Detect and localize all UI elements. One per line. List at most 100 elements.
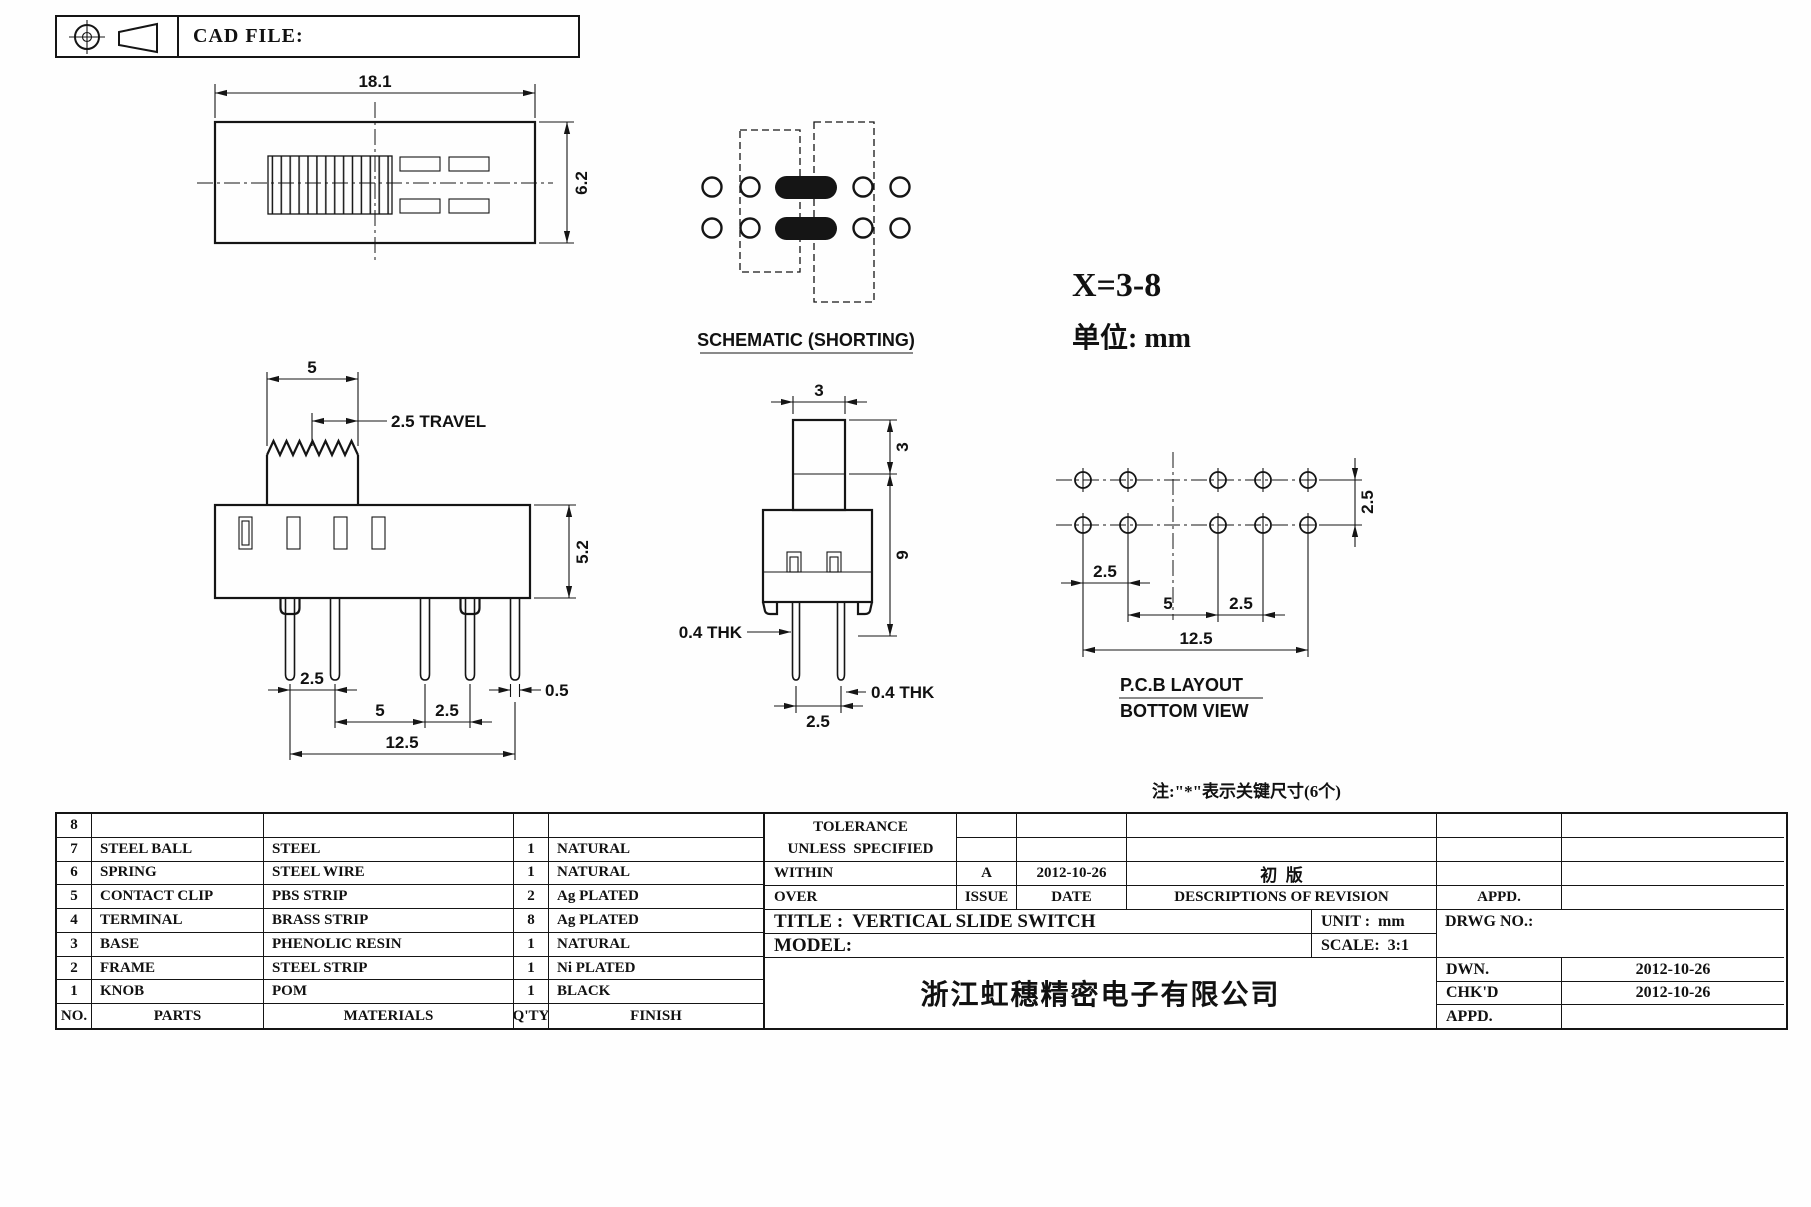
cell-parts: FRAME — [92, 956, 264, 981]
cell-qty: 1 — [514, 837, 549, 862]
header-materials: MATERIALS — [264, 1004, 514, 1028]
cell-qty — [514, 814, 549, 838]
dim-ev-knob-height: 3 — [893, 442, 912, 451]
corner-foot — [761, 601, 779, 616]
cell-no: 3 — [57, 932, 92, 957]
chkd-date: 2012-10-26 — [1562, 982, 1784, 1005]
tolerance-note: TOLERANCE UNLESS SPECIFIED — [765, 814, 957, 862]
dim-pin-pitch-c: 2.5 — [435, 701, 459, 720]
cell-qty: 2 — [514, 885, 549, 910]
cell-finish: Ni PLATED — [549, 957, 763, 981]
schematic-label: SCHEMATIC (SHORTING) — [697, 330, 915, 350]
cell-materials: BRASS STRIP — [264, 909, 514, 933]
empty-cell — [1562, 838, 1784, 862]
appd-label-2: APPD. — [1437, 1005, 1562, 1028]
drwg-no-label: DRWG NO.: — [1437, 910, 1784, 958]
dim-thk-left: 0.4 THK — [679, 623, 743, 642]
chkd-label: CHK'D — [1437, 982, 1562, 1005]
empty-cell — [1562, 814, 1784, 838]
front-view: 18.1 6.2 — [197, 72, 591, 263]
key-dimension-note: 注:"*"表示关键尺寸(6个) — [1152, 781, 1341, 801]
empty-cell — [1437, 814, 1562, 838]
knob-knurl-hatch — [267, 155, 393, 215]
cell-no: 2 — [57, 956, 92, 981]
header-no: NO. — [57, 1004, 92, 1028]
cad-file-box: CAD FILE: — [55, 15, 580, 58]
cell-no: 7 — [57, 837, 92, 862]
mounting-foot — [279, 598, 301, 616]
dim-body-height: 5.2 — [573, 540, 592, 564]
parts-table: 8 7 STEEL BALL STEEL 1 NATURAL 6 SPRING … — [55, 812, 765, 1030]
within-label: WITHIN — [765, 862, 957, 886]
dim-pin-pitch-b: 5 — [375, 701, 384, 720]
tolerance-line2: UNLESS SPECIFIED — [787, 840, 934, 857]
cell-parts: STEEL BALL — [92, 837, 264, 862]
contact-position-outline — [813, 121, 875, 303]
end-view: 3 3 9 0.4 THK 0.4 THK 2.5 — [679, 381, 935, 731]
dim-ev-height: 9 — [893, 550, 912, 559]
revision-description: 初 版 — [1127, 862, 1437, 886]
empty-cell — [1562, 886, 1784, 910]
appd-header: APPD. — [1437, 886, 1562, 910]
dim-pcb-p2: 5 — [1163, 594, 1172, 613]
cell-finish: NATURAL — [549, 862, 763, 886]
empty-cell — [1437, 862, 1562, 886]
cell-finish: NATURAL — [549, 838, 763, 862]
cell-materials: STEEL — [264, 837, 514, 862]
empty-cell — [1127, 814, 1437, 838]
cell-materials: STEEL WIRE — [264, 861, 514, 886]
dim-pcb-p1: 2.5 — [1093, 562, 1117, 581]
cell-parts: BASE — [92, 932, 264, 957]
dim-thk-right: 0.4 THK — [871, 683, 935, 702]
cell-qty: 1 — [514, 956, 549, 981]
revision-issue: A — [957, 862, 1017, 886]
divider — [177, 17, 179, 56]
cell-qty: 8 — [514, 909, 549, 933]
issue-header: ISSUE — [957, 886, 1017, 910]
cell-qty: 1 — [514, 932, 549, 957]
schematic-view: SCHEMATIC (SHORTING) — [697, 121, 915, 354]
dim-ev-pitch: 2.5 — [806, 712, 830, 731]
mounting-foot — [459, 598, 481, 616]
unit-label: UNIT : mm — [1312, 910, 1437, 934]
cell-qty: 1 — [514, 861, 549, 886]
drawing-title: TITLE : VERTICAL SLIDE SWITCH — [765, 910, 1312, 934]
cell-qty: 1 — [514, 980, 549, 1005]
unit-label: 单位: mm — [1072, 321, 1191, 354]
cell-materials — [264, 814, 514, 838]
cell-finish: NATURAL — [549, 933, 763, 957]
empty-cell — [1127, 838, 1437, 862]
x-range-label: X=3-8 — [1072, 267, 1161, 304]
cell-materials: POM — [264, 980, 514, 1005]
appd-value — [1562, 1005, 1784, 1028]
dim-knob-width: 5 — [307, 358, 316, 377]
model-label: MODEL: — [765, 934, 1312, 958]
corner-foot — [856, 601, 874, 616]
shorting-contact — [775, 217, 837, 240]
cell-finish: Ag PLATED — [549, 885, 763, 910]
header-qty: Q'TY — [514, 1004, 549, 1028]
cell-parts: TERMINAL — [92, 909, 264, 933]
revision-date: 2012-10-26 — [1017, 862, 1127, 886]
dim-front-height: 6.2 — [572, 171, 591, 195]
empty-cell — [1017, 814, 1127, 838]
dim-pcb-span: 12.5 — [1179, 629, 1212, 648]
empty-cell — [1437, 838, 1562, 862]
empty-cell — [1562, 862, 1784, 886]
dim-pin-span: 12.5 — [385, 733, 418, 752]
empty-cell — [957, 838, 1017, 862]
bottom-view-label: BOTTOM VIEW — [1120, 701, 1249, 721]
pcb-layout-label: P.C.B LAYOUT — [1120, 675, 1243, 695]
cell-finish: Ag PLATED — [549, 909, 763, 933]
technical-drawing: 18.1 6.2 SCHEMATIC (SHORTING) X — [197, 72, 1377, 801]
cad-file-label: CAD FILE: — [193, 25, 304, 47]
cell-no: 1 — [57, 980, 92, 1005]
cell-parts: CONTACT CLIP — [92, 885, 264, 910]
empty-cell — [1017, 838, 1127, 862]
cell-finish: BLACK — [549, 980, 763, 1005]
terminal-pin — [836, 602, 846, 681]
cell-finish — [549, 814, 763, 838]
terminal-pin — [419, 598, 431, 681]
scale-label: SCALE: 3:1 — [1312, 934, 1437, 958]
